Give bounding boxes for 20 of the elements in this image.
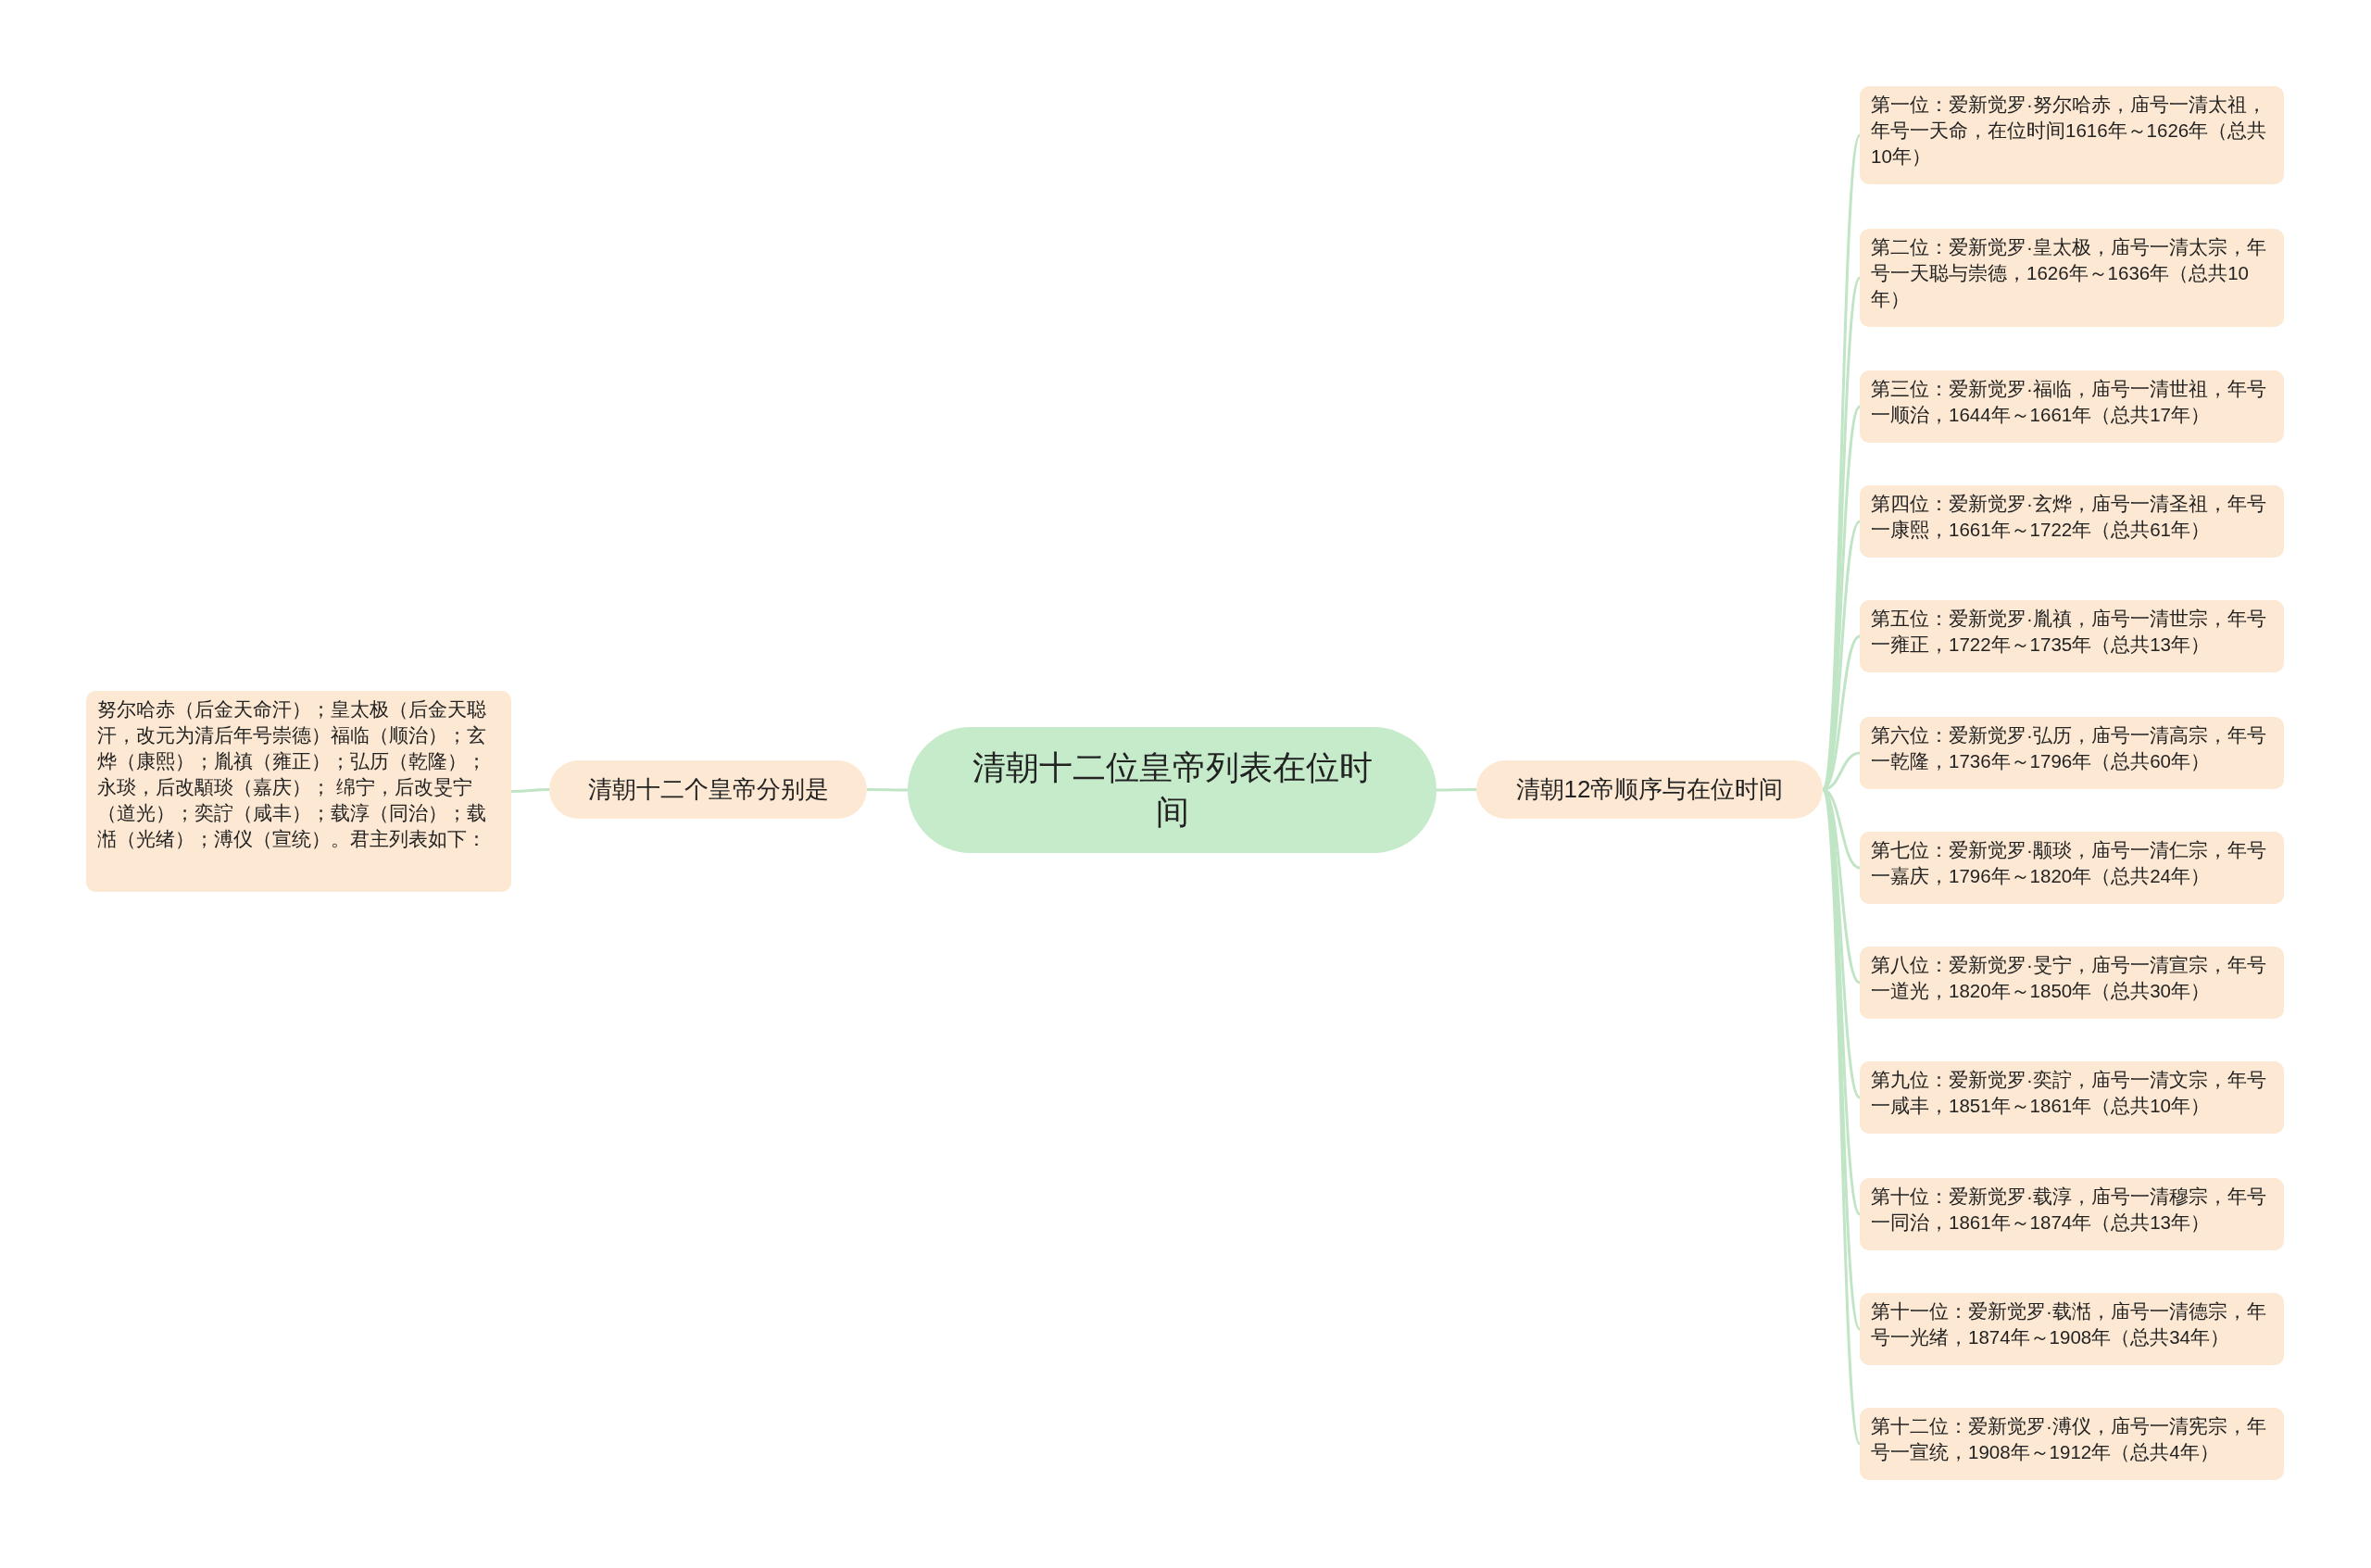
topic-box: 清朝十二个皇帝分别是 <box>549 760 867 819</box>
connector-line <box>1436 788 1476 792</box>
note-box: 第十二位：爱新觉罗·溥仪，庙号一清宪宗，年号一宣统，1908年～1912年（总共4年） <box>1860 1408 2284 1480</box>
note-box: 第九位：爱新觉罗·奕詝，庙号一清文宗，年号一咸丰，1851年～1861年（总共10年） <box>1860 1061 2284 1134</box>
note-box: 第四位：爱新觉罗·玄烨，庙号一清圣祖，年号一康熙，1661年～1722年（总共61年） <box>1860 485 2284 558</box>
central-topic: 清朝十二位皇帝列表在位时间 <box>908 727 1436 853</box>
note-box: 第八位：爱新觉罗·旻宁，庙号一清宣宗，年号一道光，1820年～1850年（总共30年） <box>1860 947 2284 1019</box>
note-box: 第二位：爱新觉罗·皇太极，庙号一清太宗，年号一天聪与崇德，1626年～1636年（总共10年） <box>1860 229 2284 327</box>
topic-box: 清朝12帝顺序与在位时间 <box>1476 760 1823 819</box>
note-box: 第五位：爱新觉罗·胤禛，庙号一清世宗，年号一雍正，1722年～1735年（总共13年） <box>1860 600 2284 672</box>
note-box: 第三位：爱新觉罗·福临，庙号一清世祖，年号一顺治，1644年～1661年（总共17年） <box>1860 370 2284 443</box>
note-box: 第十一位：爱新觉罗·载湉，庙号一清德宗，年号一光绪，1874年～1908年（总共34年） <box>1860 1293 2284 1365</box>
note-box: 努尔哈赤（后金天命汗）；皇太极（后金天聪汗，改元为清后年号崇德）福临（顺治）；玄烨（康熙）；胤禛（雍正）；弘历（乾隆）；永琰，后改顒琰（嘉庆）； 绵宁，后改旻宁（道光）；奕詝（咸丰）；载淳（同治）；载湉（光绪）；溥仪（宣统）。君主列表如下： <box>86 691 511 892</box>
connector-line <box>867 788 908 792</box>
note-box: 第六位：爱新觉罗·弘历，庙号一清高宗，年号一乾隆，1736年～1796年（总共60年） <box>1860 717 2284 789</box>
note-box: 第七位：爱新觉罗·颙琰，庙号一清仁宗，年号一嘉庆，1796年～1820年（总共24年） <box>1860 832 2284 904</box>
connector-line <box>1821 789 1862 1445</box>
note-box: 第一位：爱新觉罗·努尔哈赤，庙号一清太祖，年号一天命，在位时间1616年～1626年（总共10年） <box>1860 86 2284 184</box>
connector-line <box>511 788 549 793</box>
note-box: 第十位：爱新觉罗·载淳，庙号一清穆宗，年号一同治，1861年～1874年（总共13年） <box>1860 1178 2284 1250</box>
